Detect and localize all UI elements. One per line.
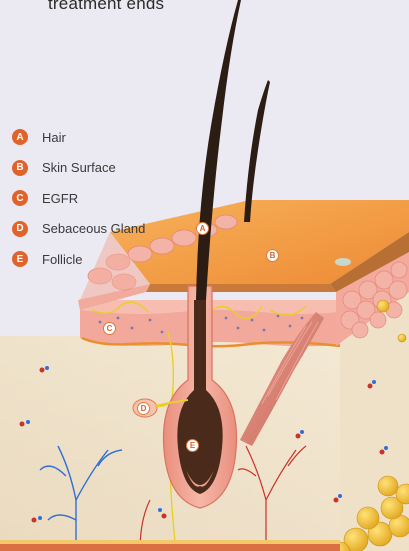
legend-item-egfr: C EGFR [12,183,145,214]
legend-badge-a: A [12,129,28,145]
legend-label-follicle: Follicle [42,252,82,267]
page-title: treatment ends [48,0,164,14]
legend-label-hair: Hair [42,130,66,145]
legend-badge-b: B [12,160,28,176]
marker-d-sebaceous-gland: D [137,402,150,415]
legend-label-sebaceous-gland: Sebaceous Gland [42,221,145,236]
legend-badge-d: D [12,221,28,237]
legend-label-skin-surface: Skin Surface [42,160,116,175]
marker-b-skin-surface: B [266,249,279,262]
legend-item-skin-surface: B Skin Surface [12,153,145,184]
legend-item-hair: A Hair [12,122,145,153]
legend-item-follicle: E Follicle [12,244,145,275]
legend-badge-c: C [12,190,28,206]
marker-e-follicle: E [186,439,199,452]
legend-item-sebaceous-gland: D Sebaceous Gland [12,214,145,245]
legend-badge-e: E [12,251,28,267]
marker-c-egfr: C [103,322,116,335]
legend-label-egfr: EGFR [42,191,78,206]
legend: A Hair B Skin Surface C EGFR D Sebaceous… [12,122,145,275]
marker-a-hair: A [196,222,209,235]
